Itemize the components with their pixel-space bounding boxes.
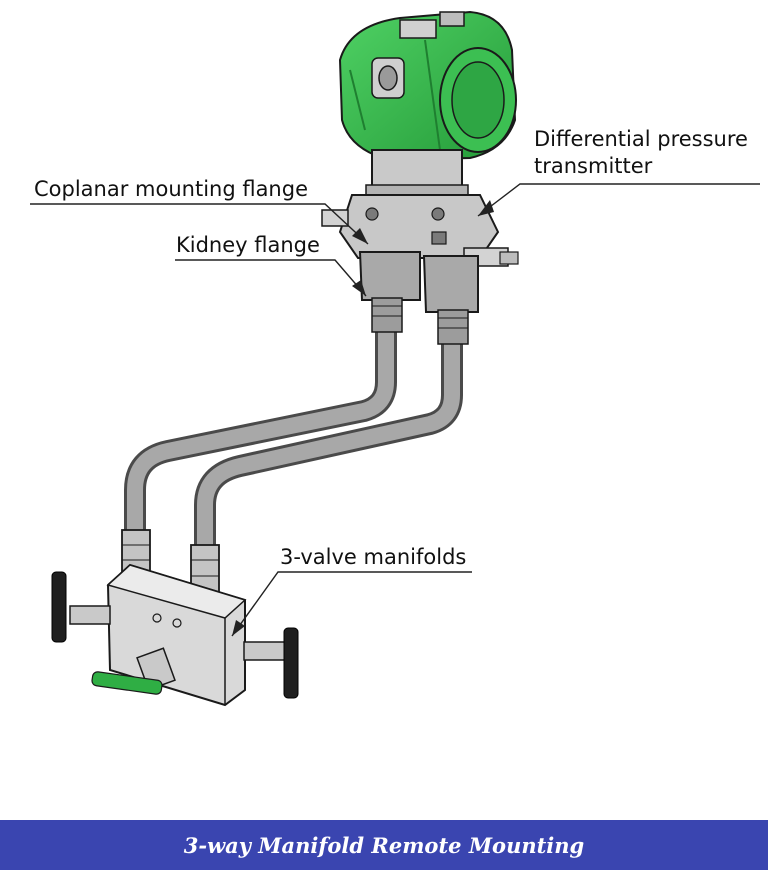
three-valve-manifold — [51, 563, 299, 707]
label-kidney-flange: Kidney flange — [176, 233, 320, 257]
label-differential-pressure-transmitter-line1: Differential pressure — [534, 127, 748, 151]
caption-text: 3-way Manifold Remote Mounting — [183, 832, 585, 858]
label-differential-pressure-transmitter-line2: transmitter — [534, 154, 653, 178]
manifold-mounting-diagram — [30, 10, 760, 707]
kidney-flanges — [358, 251, 479, 345]
transmitter-neck — [365, 149, 469, 198]
leader-lines — [30, 183, 760, 637]
impulse-tubes — [124, 319, 463, 556]
label-coplanar-mounting-flange: Coplanar mounting flange — [34, 177, 308, 201]
caption-bar: 3-way Manifold Remote Mounting — [0, 820, 768, 870]
coplanar-flange — [321, 194, 519, 267]
transmitter-housing — [338, 10, 517, 162]
label-3-valve-manifolds: 3-valve manifolds — [280, 545, 467, 569]
